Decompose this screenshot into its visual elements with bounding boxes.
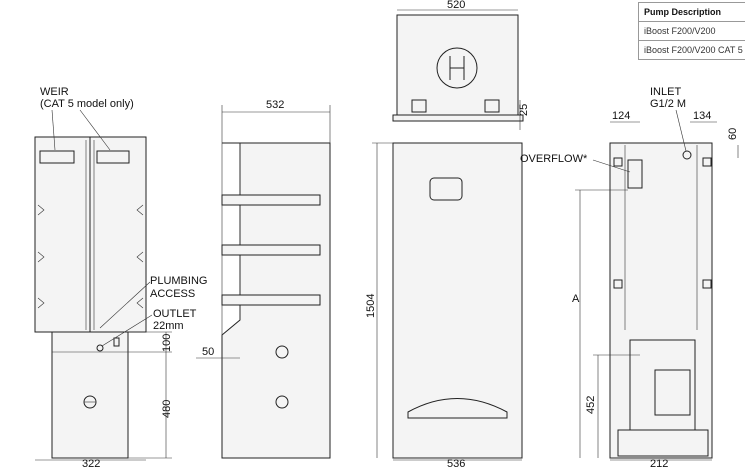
front-view-left: WEIR (CAT 5 model only) PLUMBING ACCESS … <box>34 86 207 468</box>
dim-50: 50 <box>202 346 214 358</box>
overflow-label: OVERFLOW* <box>520 153 588 165</box>
plumbing-access-label: PLUMBING <box>150 275 207 287</box>
side-view: 532 50 <box>196 99 331 459</box>
outlet-size-label: 22mm <box>153 320 184 332</box>
weir-left <box>39 150 75 164</box>
table-header: Pump Description <box>638 2 745 22</box>
dim-100: 100 <box>161 334 173 352</box>
dim-212: 212 <box>650 458 668 468</box>
dim-536: 536 <box>447 458 465 468</box>
dim-A: A <box>572 293 580 305</box>
pump-description-table: Pump Description iBoost F200/V200 iBoost… <box>638 2 745 60</box>
dim-452: 452 <box>585 396 597 414</box>
right-view: 124 134 60 OVERFLOW* INLET G1/2 M A 452 … <box>520 86 739 468</box>
dim-532: 532 <box>266 99 284 111</box>
dim-322: 322 <box>82 458 100 468</box>
weir-right <box>96 150 130 164</box>
center-front-view: 1504 536 <box>365 142 523 468</box>
top-view: 520 25 <box>392 0 530 130</box>
dim-480: 480 <box>161 400 173 418</box>
table-row: iBoost F200/V200 CAT 5 <box>638 40 745 60</box>
weir-label: WEIR <box>40 86 69 98</box>
dim-1504: 1504 <box>365 294 377 318</box>
plumbing-access-label-2: ACCESS <box>150 288 195 300</box>
inlet-label: INLET <box>650 86 681 98</box>
table-row: iBoost F200/V200 <box>638 21 745 41</box>
inlet-size-label: G1/2 M <box>650 98 686 110</box>
dim-60: 60 <box>727 128 739 140</box>
dim-520: 520 <box>447 0 465 11</box>
dim-25: 25 <box>518 104 530 116</box>
dim-134: 134 <box>693 110 711 122</box>
dim-124: 124 <box>612 110 630 122</box>
weir-note-label: (CAT 5 model only) <box>40 98 134 110</box>
outlet-label: OUTLET <box>153 308 197 320</box>
